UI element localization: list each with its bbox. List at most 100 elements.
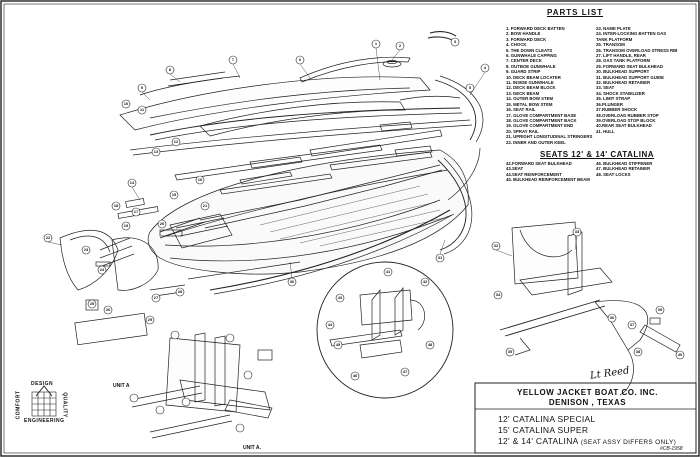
- title-block-box: [474, 382, 697, 454]
- shock-stabilizer: [639, 324, 681, 353]
- callout-number: 17: [133, 209, 139, 214]
- part-item: 23. NAME PLATE: [596, 26, 631, 31]
- callout-number: 35: [507, 349, 513, 354]
- transom-rib: [111, 237, 159, 291]
- callout-number: 23: [83, 247, 89, 252]
- callout-number: 4: [483, 65, 487, 70]
- model-line-3: 12' & 14' CATALINA (SEAT ASSY DIFFERS ON…: [498, 436, 676, 446]
- callout-number: 2: [398, 43, 402, 48]
- part-item: 40.REAR SEAT BULKHEAD: [596, 123, 652, 129]
- stringers: [199, 164, 441, 221]
- design-quality-logo: [31, 385, 57, 417]
- callout-number: 21: [202, 203, 208, 208]
- seat: [519, 267, 613, 296]
- part-item: 21. UPRIGHT LONGITUDINAL STRINGERS: [506, 134, 593, 140]
- name-plate: [427, 31, 457, 41]
- gas-tank-platform: [74, 312, 148, 346]
- part-item: 19. GLOVE COMPARTMENT END: [506, 123, 574, 129]
- callout-number: 24: [99, 267, 105, 272]
- outer-gunwhale-strip: [209, 209, 451, 291]
- model-line-3-main: 12' & 14' CATALINA: [498, 436, 579, 446]
- part-item: 45. BULKHEAD REINFORCEMENT BEAM: [506, 177, 590, 183]
- part-item: 39.OVERLOAD STOP BLOCK: [596, 117, 656, 123]
- forward-seat-bulkhead: [165, 337, 241, 413]
- logo-text-right: QUALITY: [61, 392, 68, 418]
- part-item: 7. CENTER DECK: [506, 58, 542, 64]
- seats-list-title: SEATS 12' & 14' CATALINA: [540, 150, 655, 159]
- drawing-number: #CB-1958: [660, 446, 683, 452]
- model-line-3-note: (SEAT ASSY DIFFERS ONLY): [580, 439, 677, 446]
- part-item: 35. LIMIT STRAP: [596, 96, 631, 102]
- part-item: 29. FORWARD SEAT BULKHEAD: [596, 63, 663, 69]
- part-item: 32. BULKHEAD RETAINER: [596, 80, 651, 86]
- part-item: 47. BULKHEAD RETAINER: [596, 166, 651, 172]
- callout-number: 6: [298, 57, 302, 62]
- guard-strip: [187, 261, 301, 280]
- part-item: 20. SPRAY RAIL: [506, 128, 539, 134]
- logo-text-top: DESIGN: [31, 381, 54, 387]
- detail-seat: [359, 339, 403, 359]
- forward-deck-batten: [299, 56, 411, 83]
- callout-number: 43: [337, 295, 343, 300]
- glove-compartment: [169, 213, 233, 249]
- callout-number: 33: [574, 229, 580, 234]
- detail-circle: [316, 261, 454, 399]
- callout-number: 37: [629, 322, 635, 327]
- callout-number: 18: [113, 203, 119, 208]
- part-item: TANK PLATFORM: [596, 36, 633, 42]
- callout-number: 10: [123, 101, 129, 106]
- callout-number: 14: [129, 180, 135, 185]
- seat-detail-callouts: [491, 227, 685, 360]
- part-item: 6. GUNWHALE CAPPING: [506, 53, 557, 59]
- part-item: 28. GAS TANK PLATFORM: [596, 58, 651, 64]
- logo-text-left: COMFORT: [15, 390, 22, 420]
- callout-number: 13: [153, 149, 159, 154]
- callout-number: 26: [105, 307, 111, 312]
- callout-number: 5: [468, 85, 472, 90]
- unit-a-label-2: UNIT A.: [243, 445, 261, 451]
- callout-number: 30: [289, 279, 295, 284]
- callout-number: 47: [402, 369, 408, 374]
- gunwhale-capping: [129, 119, 471, 151]
- callout-number: 41: [385, 269, 391, 274]
- callout-number: 8: [168, 67, 172, 72]
- callout-number: 44: [327, 322, 333, 327]
- callout-number: 32: [493, 243, 499, 248]
- part-item: 18. GLOVE COMPARTMENT BACK: [506, 117, 577, 123]
- part-item: 31. BULKHEAD SUPPORT GUIDE: [596, 74, 665, 80]
- callout-number: 1: [374, 41, 378, 46]
- part-item: 43.SEAT: [506, 166, 524, 172]
- part-item: 10. DECK BEAM LOCATER: [506, 74, 561, 80]
- part-item: 33. SEAT: [596, 85, 615, 91]
- callout-number: 20: [159, 221, 165, 226]
- inside-gunwhale: [149, 107, 461, 136]
- callout-number: 12: [173, 139, 179, 144]
- callout-number: 31: [437, 255, 443, 260]
- inner-border: [3, 3, 697, 454]
- logo-text-bottom: ENGINEERING: [24, 418, 65, 424]
- hull-chine-line: [164, 199, 441, 247]
- forward-deck: [119, 76, 431, 131]
- callout-number: 36: [609, 315, 615, 320]
- part-item: 27. LIFT HANDLE, REAR: [596, 53, 646, 59]
- unit-a-label-1: UNIT A: [113, 383, 130, 389]
- part-item: 34. SHOCK STABILIZER: [596, 90, 645, 96]
- model-line-1: 12' CATALINA SPECIAL: [498, 414, 596, 424]
- company-name: YELLOW JACKET BOAT CO. INC.: [517, 388, 658, 397]
- bow-handle: [382, 60, 402, 68]
- company-city: DENISON , TEXAS: [548, 398, 627, 407]
- part-item: 44.SEAT REINFORCEMENT: [506, 171, 562, 177]
- front-seat: [179, 379, 271, 411]
- callout-number: 40: [677, 352, 683, 357]
- callout-number: 3: [453, 39, 457, 44]
- model-line-2: 15' CATALINA SUPER: [498, 425, 589, 435]
- seat-rail: [499, 299, 606, 337]
- callout-number: 28: [177, 289, 183, 294]
- part-item: 22. INNER AND OUTER KEEL: [506, 139, 566, 145]
- part-item: 36.PLUNGER: [596, 101, 623, 107]
